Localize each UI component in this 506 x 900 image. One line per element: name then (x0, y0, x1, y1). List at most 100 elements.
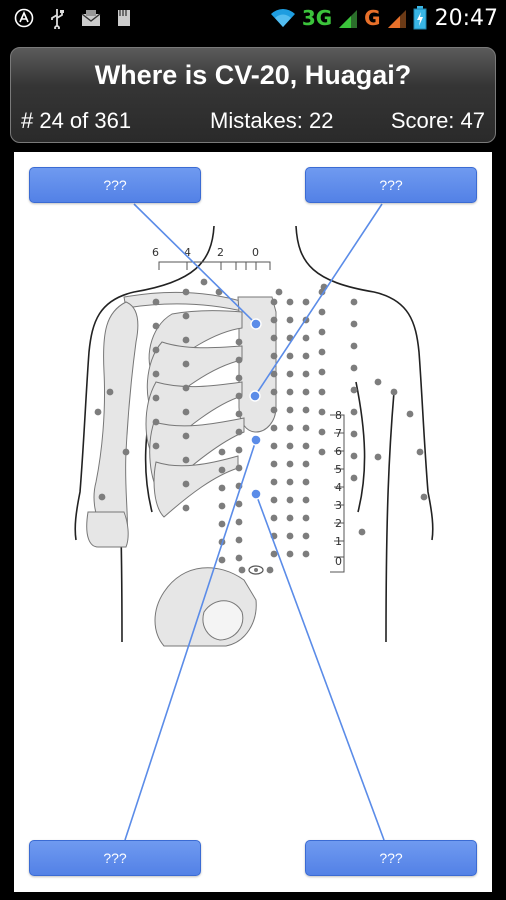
acupoint[interactable] (318, 388, 326, 396)
acupoint[interactable] (152, 298, 160, 306)
acupoint[interactable] (218, 448, 226, 456)
acupoint[interactable] (270, 442, 278, 450)
acupoint[interactable] (122, 448, 130, 456)
acupoint[interactable] (350, 474, 358, 482)
acupoint[interactable] (270, 496, 278, 504)
acupoint[interactable] (286, 496, 294, 504)
acupoint[interactable] (286, 352, 294, 360)
acupoint[interactable] (286, 388, 294, 396)
acupoint[interactable] (218, 466, 226, 474)
acupoint[interactable] (302, 388, 310, 396)
candidate-point[interactable] (249, 390, 261, 402)
acupoint[interactable] (350, 386, 358, 394)
acupoint[interactable] (318, 448, 326, 456)
acupoint[interactable] (152, 370, 160, 378)
answer-button-bottom-left[interactable]: ??? (29, 840, 201, 876)
acupoint[interactable] (235, 536, 243, 544)
acupoint[interactable] (374, 453, 382, 461)
acupoint[interactable] (286, 460, 294, 468)
acupoint[interactable] (318, 408, 326, 416)
acupoint[interactable] (182, 408, 190, 416)
acupoint[interactable] (182, 312, 190, 320)
acupoint[interactable] (270, 550, 278, 558)
acupoint[interactable] (275, 288, 283, 296)
acupoint[interactable] (182, 360, 190, 368)
acupoint[interactable] (406, 410, 414, 418)
acupoint[interactable] (350, 408, 358, 416)
acupoint[interactable] (350, 320, 358, 328)
acupoint[interactable] (350, 430, 358, 438)
acupoint[interactable] (235, 338, 243, 346)
acupoint[interactable] (235, 374, 243, 382)
acupoint[interactable] (152, 346, 160, 354)
acupoint[interactable] (302, 550, 310, 558)
acupoint[interactable] (238, 566, 246, 574)
acupoint[interactable] (235, 392, 243, 400)
acupoint[interactable] (350, 298, 358, 306)
acupoint[interactable] (152, 442, 160, 450)
acupoint[interactable] (182, 480, 190, 488)
acupoint[interactable] (302, 424, 310, 432)
acupoint[interactable] (270, 478, 278, 486)
acupoint[interactable] (302, 442, 310, 450)
acupoint[interactable] (218, 556, 226, 564)
acupoint[interactable] (390, 388, 398, 396)
acupoint[interactable] (286, 442, 294, 450)
acupoint[interactable] (302, 532, 310, 540)
answer-button-top-left[interactable]: ??? (29, 167, 201, 203)
acupoint[interactable] (235, 446, 243, 454)
acupoint[interactable] (235, 464, 243, 472)
acupoint[interactable] (286, 514, 294, 522)
acupoint[interactable] (270, 370, 278, 378)
answer-button-bottom-right[interactable]: ??? (305, 840, 477, 876)
acupoint[interactable] (98, 493, 106, 501)
acupoint[interactable] (302, 514, 310, 522)
acupoint[interactable] (182, 336, 190, 344)
acupoint[interactable] (318, 348, 326, 356)
acupoint[interactable] (318, 368, 326, 376)
acupoint[interactable] (286, 478, 294, 486)
candidate-point[interactable] (250, 488, 262, 500)
acupoint[interactable] (106, 388, 114, 396)
anatomy-canvas[interactable]: 6 4 2 0 8 7 6 5 4 3 (14, 152, 492, 892)
acupoint[interactable] (270, 424, 278, 432)
acupoint[interactable] (350, 364, 358, 372)
acupoint[interactable] (374, 378, 382, 386)
acupoint[interactable] (302, 496, 310, 504)
acupoint[interactable] (218, 502, 226, 510)
acupoint[interactable] (286, 298, 294, 306)
acupoint[interactable] (235, 410, 243, 418)
acupoint[interactable] (270, 334, 278, 342)
answer-button-top-right[interactable]: ??? (305, 167, 477, 203)
acupoint[interactable] (302, 334, 310, 342)
acupoint[interactable] (302, 478, 310, 486)
acupoint[interactable] (286, 550, 294, 558)
acupoint[interactable] (94, 408, 102, 416)
acupoint[interactable] (270, 352, 278, 360)
acupoint[interactable] (286, 406, 294, 414)
acupoint[interactable] (318, 428, 326, 436)
acupoint[interactable] (270, 406, 278, 414)
acupoint[interactable] (302, 460, 310, 468)
acupoint[interactable] (270, 460, 278, 468)
acupoint[interactable] (235, 500, 243, 508)
acupoint[interactable] (270, 514, 278, 522)
candidate-point[interactable] (250, 318, 262, 330)
acupoint[interactable] (318, 308, 326, 316)
acupoint[interactable] (266, 566, 274, 574)
acupoint[interactable] (302, 298, 310, 306)
acupoint[interactable] (270, 298, 278, 306)
acupoint[interactable] (182, 384, 190, 392)
acupoint[interactable] (286, 316, 294, 324)
acupoint[interactable] (152, 322, 160, 330)
acupoint[interactable] (350, 342, 358, 350)
acupoint[interactable] (235, 554, 243, 562)
acupoint[interactable] (302, 406, 310, 414)
acupoint[interactable] (152, 394, 160, 402)
acupoint[interactable] (182, 456, 190, 464)
acupoint[interactable] (200, 278, 208, 286)
acupoint[interactable] (270, 316, 278, 324)
acupoint[interactable] (218, 520, 226, 528)
acupoint[interactable] (318, 328, 326, 336)
acupoint[interactable] (416, 448, 424, 456)
